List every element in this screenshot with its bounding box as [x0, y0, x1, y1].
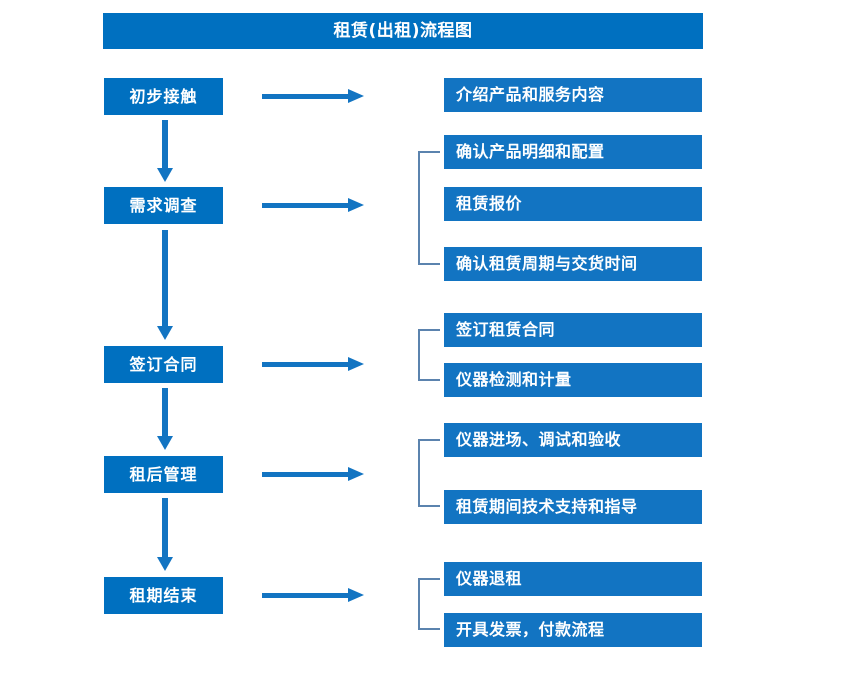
group-bracket-3 [418, 439, 440, 507]
stage-box-4[interactable]: 租后管理 [104, 456, 223, 493]
detail-box-7[interactable]: 仪器进场、调试和验收 [444, 423, 702, 457]
detail-box-4[interactable]: 确认租赁周期与交货时间 [444, 247, 702, 281]
horizontal-flow-arrow-5 [262, 587, 364, 603]
detail-box-5[interactable]: 签订租赁合同 [444, 313, 702, 347]
group-bracket-4 [418, 578, 440, 630]
horizontal-flow-arrow-2 [262, 197, 364, 213]
horizontal-flow-arrow-1 [262, 88, 364, 104]
detail-box-1[interactable]: 介绍产品和服务内容 [444, 78, 702, 112]
stage-box-2[interactable]: 需求调查 [104, 187, 223, 224]
detail-box-3[interactable]: 租赁报价 [444, 187, 702, 221]
horizontal-flow-arrow-4 [262, 466, 364, 482]
group-bracket-2 [418, 329, 440, 381]
detail-box-10[interactable]: 开具发票，付款流程 [444, 613, 702, 647]
detail-box-9[interactable]: 仪器退租 [444, 562, 702, 596]
group-bracket-1 [418, 151, 440, 265]
horizontal-flow-arrow-3 [262, 356, 364, 372]
vertical-flow-arrow-3 [157, 388, 173, 450]
detail-box-8[interactable]: 租赁期间技术支持和指导 [444, 490, 702, 524]
stage-box-3[interactable]: 签订合同 [104, 346, 223, 383]
stage-box-1[interactable]: 初步接触 [104, 78, 223, 115]
vertical-flow-arrow-4 [157, 498, 173, 571]
detail-box-2[interactable]: 确认产品明细和配置 [444, 135, 702, 169]
detail-box-6[interactable]: 仪器检测和计量 [444, 363, 702, 397]
vertical-flow-arrow-2 [157, 230, 173, 340]
stage-box-5[interactable]: 租期结束 [104, 577, 223, 614]
diagram-title: 租赁(出租)流程图 [103, 13, 703, 49]
vertical-flow-arrow-1 [157, 120, 173, 182]
